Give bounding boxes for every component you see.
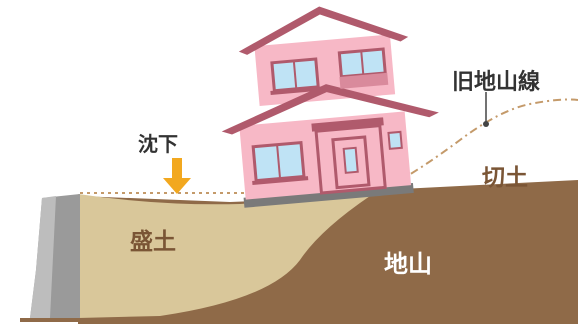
house-upper-roof bbox=[238, 6, 409, 55]
upper-left-window bbox=[270, 57, 323, 96]
door-panel bbox=[342, 146, 359, 174]
lower-left-window bbox=[251, 140, 309, 185]
arrow-down-icon bbox=[163, 158, 191, 194]
house bbox=[221, 6, 439, 208]
old-ground-line-label: 旧地山線 bbox=[452, 70, 541, 95]
retaining-wall-face bbox=[30, 196, 56, 318]
cut-soil-label: 切土 bbox=[482, 165, 528, 191]
old-ground-line bbox=[379, 98, 578, 193]
upper-right-window bbox=[337, 47, 389, 89]
fill-soil-layer bbox=[78, 194, 370, 318]
old-ground-leader-dot bbox=[483, 121, 489, 127]
settlement-label: 沈下 bbox=[138, 132, 178, 156]
porch-roof bbox=[311, 117, 384, 132]
fill-soil-label: 盛土 bbox=[130, 229, 176, 255]
natural-ground-label: 地山 bbox=[384, 250, 432, 278]
lower-right-window bbox=[387, 130, 403, 150]
